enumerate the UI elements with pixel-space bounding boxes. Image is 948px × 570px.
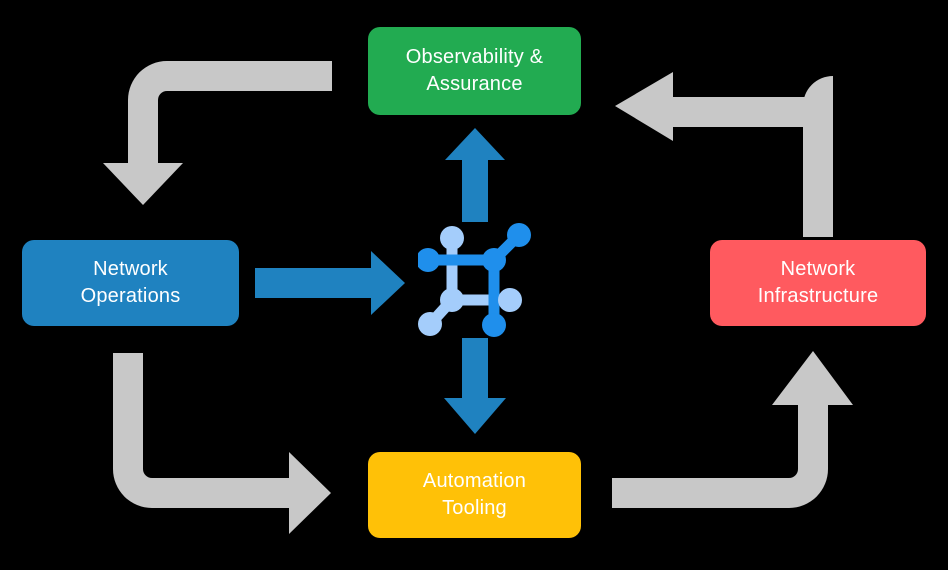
network-icon-nodes-primary <box>418 223 531 337</box>
node-observability-assurance[interactable]: Observability & Assurance <box>368 27 581 115</box>
gray-elbow-arrow-top-right <box>615 72 833 237</box>
gray-elbow-arrow-top-right-curve <box>803 76 833 150</box>
gray-elbow-arrow-bottom-right <box>612 351 853 508</box>
network-topology-icon <box>418 223 531 337</box>
network-icon-nodes-secondary <box>418 226 522 336</box>
node-network-infrastructure[interactable]: Network Infrastructure <box>710 240 926 326</box>
node-network-operations[interactable]: Network Operations <box>22 240 239 326</box>
blue-arrow-operations-to-center <box>255 251 405 315</box>
blue-arrow-center-to-automation <box>444 338 506 434</box>
gray-elbow-arrow-bottom-left <box>113 353 331 534</box>
node-automation-tooling[interactable]: Automation Tooling <box>368 452 581 538</box>
blue-arrow-center-to-observability <box>445 128 505 222</box>
gray-elbow-arrow-top-left <box>103 61 332 205</box>
